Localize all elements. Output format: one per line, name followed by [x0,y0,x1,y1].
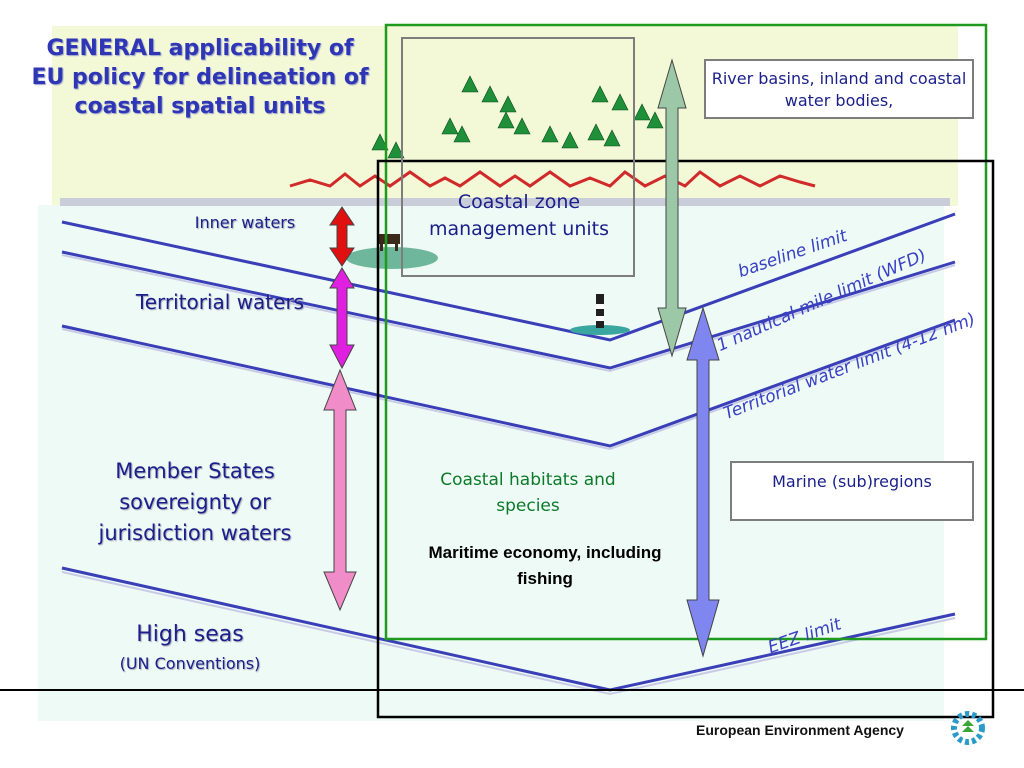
cow-icon [378,234,400,251]
settlement-line [289,170,816,188]
high-seas-label: High seas [136,622,244,647]
river-basins-box: River basins, inland and coastal water b… [704,59,974,119]
island-icon [346,247,438,269]
inner-waters-arrow [329,206,355,267]
coastal-zone-frame [401,37,635,277]
coastline-band [60,198,950,206]
coastal-zone-label: Coastal zone management units [428,191,610,240]
green-frame [384,23,988,641]
territorial-waters-label: Territorial waters [135,290,305,314]
river-basin-arrow [657,58,687,358]
marine-arrow [686,306,720,658]
black-frame [376,159,995,719]
agency-name: European Environment Agency [696,722,904,738]
territorial-waters-arrow [329,267,355,370]
member-states-label: Member States sovereignty or jurisdictio… [98,459,292,545]
page-title: GENERAL applicability of EU policy for d… [31,36,369,119]
tree-icon [371,75,664,159]
inner-waters-label: Inner waters [194,213,296,232]
un-conventions-label: (UN Conventions) [119,654,261,673]
maritime-economy-label: Maritime economy, including fishing [428,543,662,588]
coastal-habitats-label: Coastal habitats and species [440,470,616,516]
eea-logo-icon [951,711,985,745]
jurisdiction-arrow [323,368,357,612]
lighthouse-icon [570,294,630,335]
marine-regions-box: Marine (sub)regions [730,461,974,521]
